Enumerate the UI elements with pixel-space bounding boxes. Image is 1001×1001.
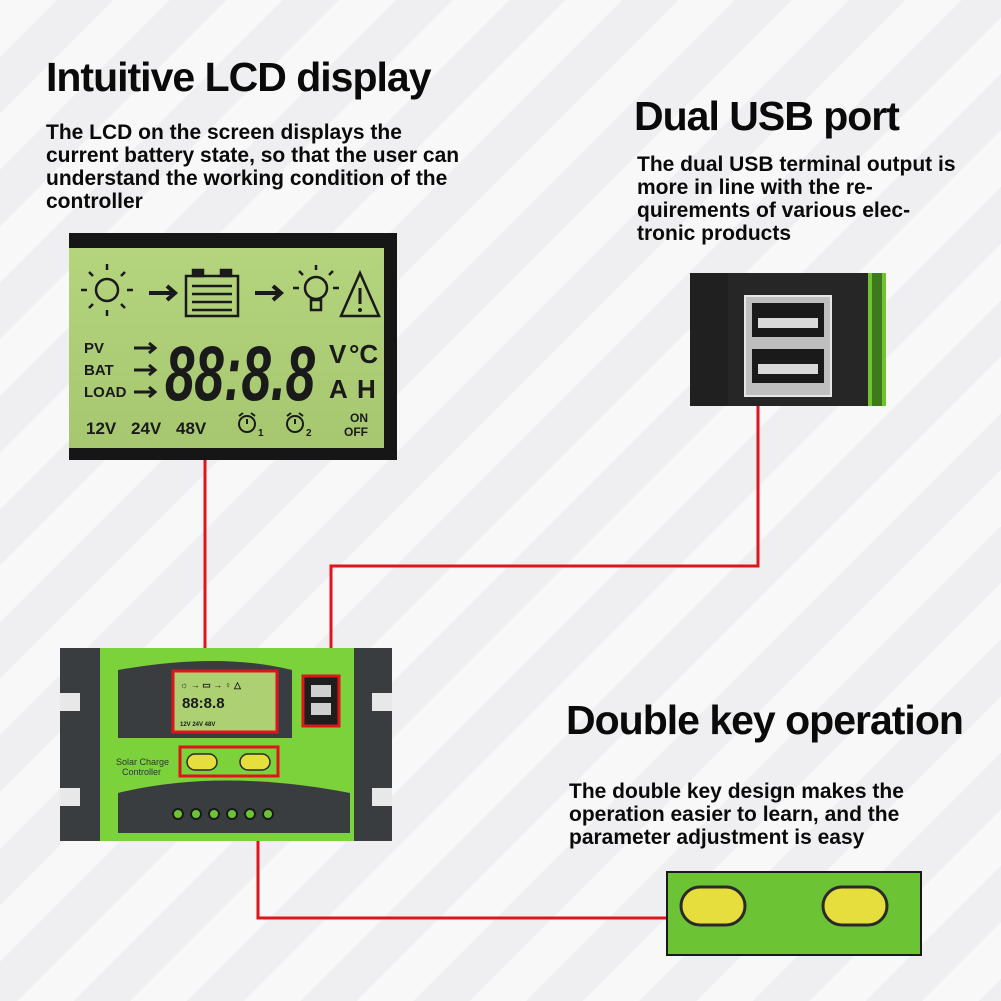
svg-text:88:8.8: 88:8.8: [182, 695, 225, 712]
usb-port-icon: [744, 295, 832, 397]
lcd-screen: PV BAT LOAD 88:8.8 V °C A H 12V 24V 48V …: [69, 248, 384, 448]
light-bulb-icon: [293, 265, 339, 312]
keys-feature-description: The double key design makes the operatio…: [569, 780, 904, 849]
lcd-on-label: ON: [350, 411, 368, 425]
controller-label-line1: Solar Charge: [116, 757, 169, 767]
solar-charge-controller: ☼ → ▭ → ♀ △ 88:8.8 12V 24V 48V Solar Cha…: [60, 648, 392, 841]
battery-icon: [184, 268, 240, 318]
usb-feature-description: The dual USB terminal output is more in …: [637, 153, 956, 245]
warning-icon: [339, 269, 381, 318]
alarm-clock-icon: [238, 412, 256, 433]
lcd-unit-v: V: [329, 339, 347, 369]
usb-closeup: [690, 273, 886, 406]
lcd-timer2-index: 2: [306, 428, 312, 439]
controller-label-line2: Controller: [122, 767, 161, 777]
arrow-right-icon: [134, 341, 158, 355]
lcd-bat-label: BAT: [84, 362, 114, 379]
arrow-right-icon: [134, 363, 158, 377]
lcd-pv-label: PV: [84, 340, 104, 357]
keys-closeup: [664, 869, 924, 958]
sun-icon: [81, 264, 133, 316]
keys-feature-title: Double key operation: [566, 697, 964, 743]
lcd-digits: 88:8.8: [165, 329, 315, 417]
lcd-unit-h: H: [357, 374, 376, 404]
lcd-load-label: LOAD: [84, 384, 127, 401]
lcd-48v: 48V: [176, 419, 207, 438]
svg-text:12V 24V 48V: 12V 24V 48V: [180, 722, 215, 728]
lcd-off-label: OFF: [344, 425, 368, 439]
lcd-closeup: PV BAT LOAD 88:8.8 V °C A H 12V 24V 48V …: [69, 233, 397, 460]
lcd-24v: 24V: [131, 419, 162, 438]
arrow-right-icon: [149, 284, 179, 302]
lcd-feature-description: The LCD on the screen displays the curre…: [46, 121, 460, 213]
key-2: [821, 885, 889, 927]
arrow-right-icon: [255, 284, 285, 302]
lcd-unit-c: °C: [349, 339, 378, 369]
lcd-feature-title: Intuitive LCD display: [46, 54, 431, 100]
alarm-clock-icon: [286, 412, 304, 433]
svg-text:☼ → ▭ → ♀ △: ☼ → ▭ → ♀ △: [180, 680, 242, 690]
lcd-12v: 12V: [86, 419, 117, 438]
usb-feature-title: Dual USB port: [634, 93, 900, 139]
key-1: [679, 885, 747, 927]
indicator-leds: [172, 808, 274, 820]
arrow-right-icon: [134, 385, 158, 399]
lcd-unit-a: A: [329, 374, 348, 404]
lcd-timer1-index: 1: [258, 428, 264, 439]
